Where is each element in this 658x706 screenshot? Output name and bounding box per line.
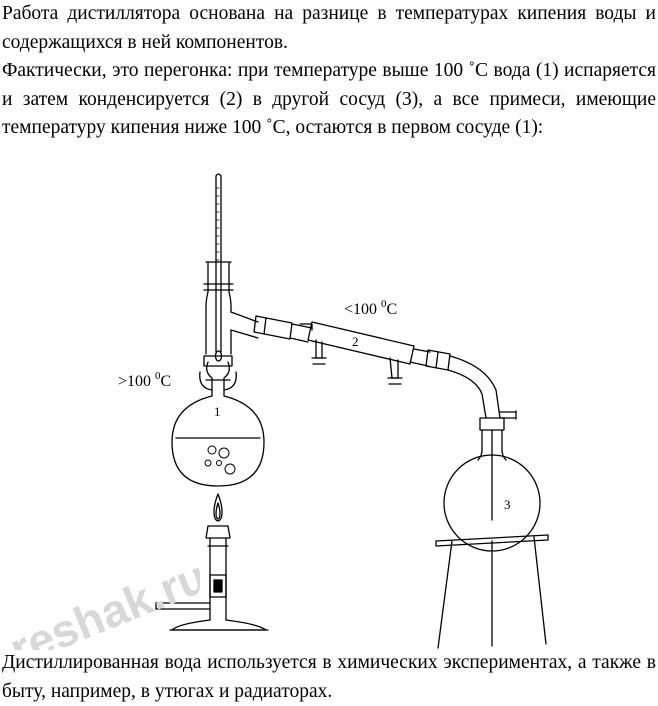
flask-1-number: 1: [214, 404, 221, 419]
joint-clamp: [199, 355, 237, 391]
bunsen-burner: [155, 537, 269, 631]
thermometer: [214, 173, 223, 362]
paragraph-explanation: Фактически, это перегонка: при температу…: [2, 60, 656, 138]
temperature-label-hot: >100 0С: [118, 370, 171, 390]
condenser-inlet-joint: [253, 315, 293, 340]
bubbles: [204, 445, 236, 475]
receiver-neck: [477, 417, 507, 521]
still-head: [203, 261, 234, 355]
boiling-flask: [171, 387, 265, 487]
condenser: [289, 321, 431, 385]
temperature-label-cool: <100 0С: [344, 298, 397, 318]
delivery-tube: [447, 355, 517, 420]
condenser-number: 2: [352, 334, 359, 349]
condenser-outlet-joint: [425, 349, 451, 371]
paragraph-intro: Работа дистиллятора основана на разнице …: [2, 3, 656, 53]
flask-3-number: 3: [504, 497, 511, 512]
distillation-diagram: >100 0С <100 0С 1 2 3: [118, 173, 549, 649]
flame: [205, 493, 231, 539]
paragraph-usage: Дистиллированная вода используется в хим…: [2, 652, 656, 702]
tripod-stand: [435, 534, 549, 649]
side-arm: [230, 311, 259, 339]
